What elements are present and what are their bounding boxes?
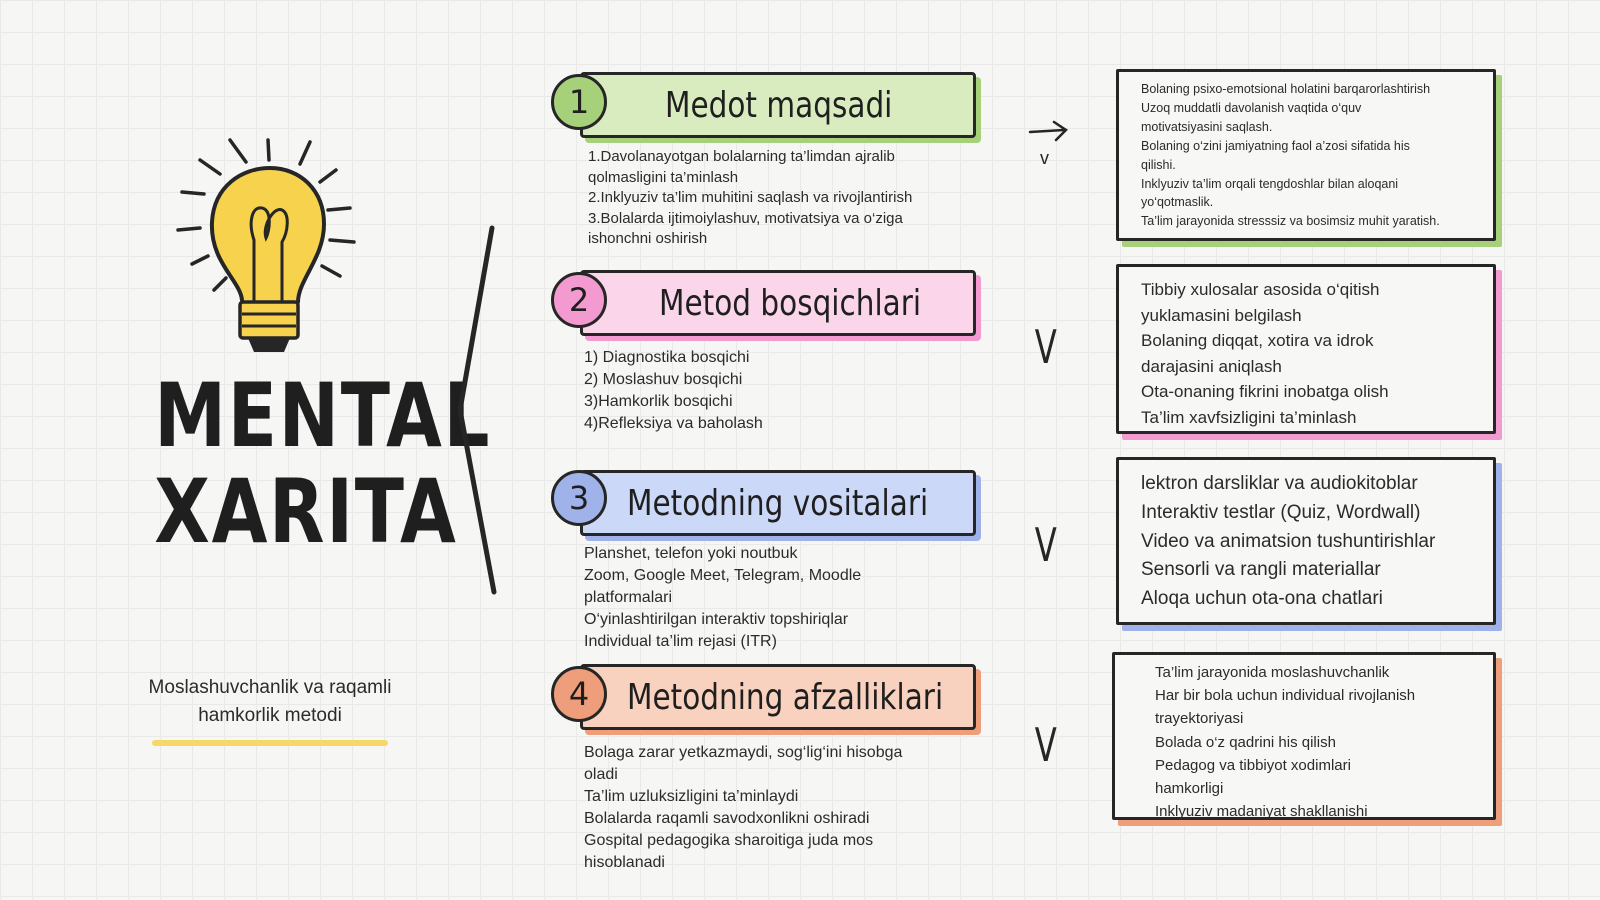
section-3-banner: Metodning vositalari [580,470,976,536]
section-3-card-line: Interaktiv testlar (Quiz, Wordwall) [1141,501,1421,523]
section-3-title: Metodning vositalari [627,482,929,524]
section-3-card-line: Sensorli va rangli materiallar [1141,559,1381,581]
section-2-banner: Metod bosqichlari [580,270,976,336]
section-2-connector: V [1034,320,1057,374]
section-2-item: 3)Hamkorlik bosqichi [584,393,733,410]
section-1-card-line: qilishi. [1141,157,1176,172]
section-1-items: 1.Davolanayotgan bolalarning ta’limdan a… [588,147,912,250]
section-2-card-line: Bolaning diqqat, xotira va idrok [1141,331,1374,350]
section-2-card-line: Ta’lim xavfsizligini ta’minlash [1141,407,1357,427]
section-3-card-line: Aloqa uchun ota-ona chatlari [1141,588,1383,610]
section-1-card-line: Ta’lim jarayonida stresssiz va bosimsiz … [1141,214,1440,229]
section-4-card-line: Har bir bola uchun individual rivojlanis… [1155,687,1416,705]
section-1-card-lines: Bolaning psixo-emotsional holatini barqa… [1141,80,1483,231]
arrow-right-icon [1028,120,1068,142]
section-2-title: Metod bosqichlari [659,282,922,324]
bracket-connector [457,225,497,595]
section-3-item: Planshet, telefon yoki noutbuk [584,545,798,562]
section-1-card-line: Bolaning psixo-emotsional holatini barqa… [1141,82,1431,96]
section-3-card-line: Video va animatsion tushuntirishlar [1141,530,1436,552]
section-1-connector: v [1040,148,1049,168]
highlight-underline [152,740,388,746]
section-4-item: Bolalarda raqamli savodxonlikni oshiradi [584,810,870,827]
section-2-item: 2) Moslashuv bosqichi [584,371,743,388]
section-4-card-lines: Ta’lim jarayonida moslashuvchanlik Har b… [1155,661,1483,823]
section-2-number-badge: 2 [551,272,607,328]
section-3-number-badge: 3 [551,470,607,526]
section-4-banner: Metodning afzalliklari [580,664,976,730]
main-title-line2: XARITA [154,460,458,563]
section-1-card: Bolaning psixo-emotsional holatini barqa… [1116,69,1496,241]
section-1-card-line: Bolaning o‘zini jamiyatning faol a’zosi … [1141,138,1410,153]
section-4-item: oladi [584,766,618,783]
section-3-items: Planshet, telefon yoki noutbuk Zoom, Goo… [584,543,861,653]
section-2-card-line: darajasini aniqlash [1141,356,1282,376]
section-1-item: ishonchni oshirish [588,230,708,247]
section-4-item: Gospital pedagogika sharoitiga juda mos [584,832,874,849]
section-2-card: Tibbiy xulosalar asosida o‘qitish yuklam… [1116,264,1496,434]
section-4-card-line: Pedagog va tibbiyot xodimlari [1155,756,1351,774]
main-title-line1: MENTAL [154,364,492,467]
section-1-title: Medot maqsadi [665,84,893,126]
section-1-card-line: Uzoq muddatli davolanish vaqtida o‘quv [1141,100,1362,115]
section-4-item: Bolaga zarar yetkazmaydi, sog‘lig‘ini hi… [584,744,903,761]
section-1-number-badge: 1 [551,74,607,130]
section-2-card-lines: Tibbiy xulosalar asosida o‘qitish yuklam… [1141,277,1483,430]
section-3-card-lines: lektron darsliklar va audiokitoblar Inte… [1141,470,1483,614]
section-4-card: Ta’lim jarayonida moslashuvchanlik Har b… [1112,652,1496,820]
section-3-item: platformalari [584,589,673,606]
section-4-number-badge: 4 [551,666,607,722]
section-1-banner: Medot maqsadi [580,72,976,138]
section-4-connector: V [1034,718,1057,772]
section-1-card-line: motivatsiyasini saqlash. [1141,119,1273,134]
subtitle: Moslashuvchanlik va raqamli hamkorlik me… [110,674,430,730]
section-2-card-line: yuklamasini belgilash [1141,305,1302,325]
section-1-card-line: yo‘qotmaslik. [1141,195,1214,210]
section-3-item: O‘yinlashtirilgan interaktiv topshiriqla… [584,611,849,628]
subtitle-line2: hamkorlik metodi [198,705,342,726]
section-4-card-line: hamkorligi [1155,780,1224,798]
section-2-item: 4)Refleksiya va baholash [584,415,763,432]
section-3-item: Zoom, Google Meet, Telegram, Moodle [584,567,862,584]
subtitle-line1: Moslashuvchanlik va raqamli [148,677,392,698]
section-4-card-line: Bolada o‘z qadrini his qilish [1155,733,1336,751]
section-2-card-line: Ota-onaning fikrini inobatga olish [1141,382,1389,401]
section-3-item: Individual ta’lim rejasi (ITR) [584,633,777,650]
section-2-item: 1) Diagnostika bosqichi [584,349,750,366]
section-4-item: Ta’lim uzluksizligini ta’minlaydi [584,788,799,805]
section-1-item: 3.Bolalarda ijtimoiylashuv, motivatsiya … [588,209,903,227]
light-bulb-icon [176,138,356,352]
section-1-item: 2.Inklyuziv ta’lim muhitini saqlash va r… [588,189,913,206]
section-3-card: lektron darsliklar va audiokitoblar Inte… [1116,457,1496,625]
section-4-items: Bolaga zarar yetkazmaydi, sog‘lig‘ini hi… [584,742,902,874]
section-2-items: 1) Diagnostika bosqichi 2) Moslashuv bos… [584,347,763,435]
section-2-card-line: Tibbiy xulosalar asosida o‘qitish [1141,280,1380,299]
section-3-connector: V [1034,518,1057,572]
section-4-title: Metodning afzalliklari [627,676,944,718]
section-1-card-line: Inklyuziv ta’lim orqali tengdoshlar bila… [1141,176,1399,191]
section-3-card-line: lektron darsliklar va audiokitoblar [1141,473,1418,494]
section-1-item: qolmasligini ta’minlash [588,168,739,186]
section-4-item: hisoblanadi [584,854,665,871]
section-4-card-line: trayektoriyasi [1155,710,1244,728]
section-4-card-line: Ta’lim jarayonida moslashuvchanlik [1155,664,1390,681]
section-1-item: 1.Davolanayotgan bolalarning ta’limdan a… [588,148,895,165]
section-4-card-line: Inklyuziv madaniyat shakllanishi [1155,803,1368,821]
